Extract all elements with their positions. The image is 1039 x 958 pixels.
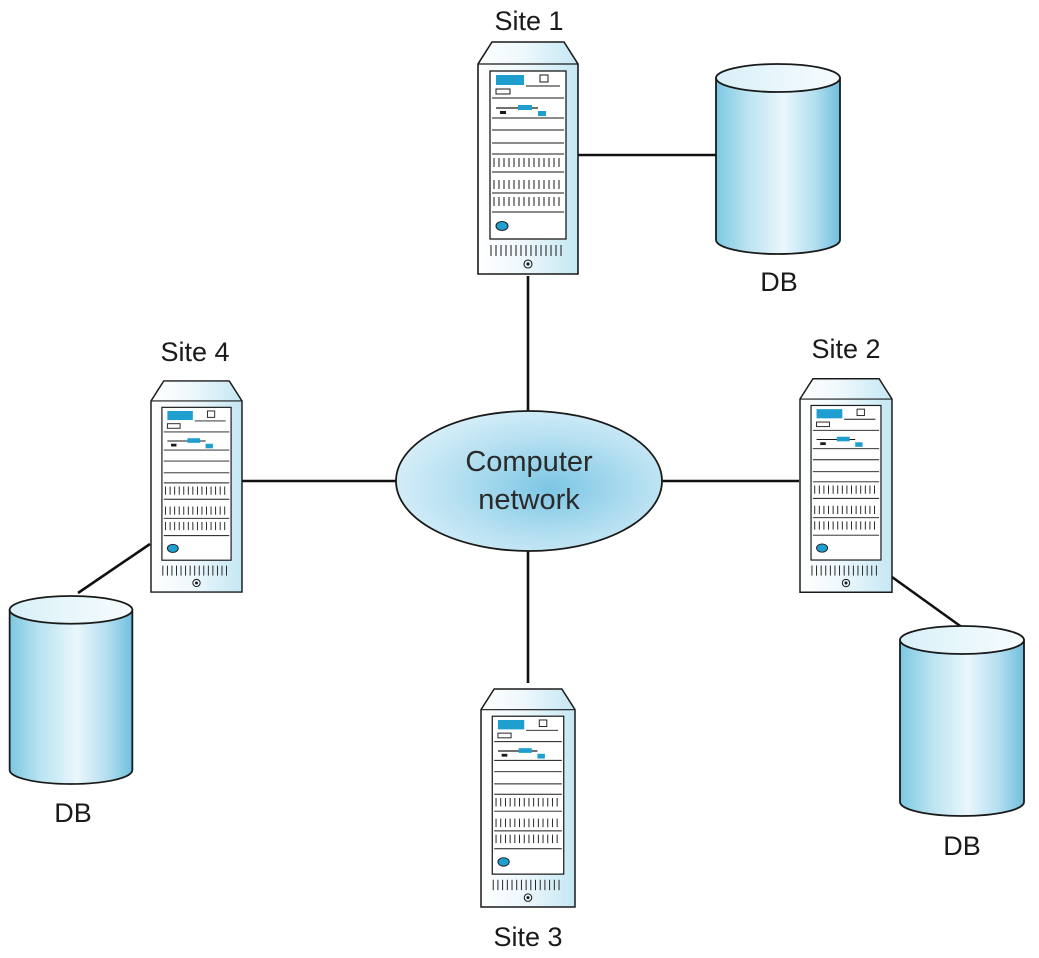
link-site4-db [77,542,151,595]
site-label: Site 4 [160,337,229,367]
connection-lines [77,153,964,683]
server-icon [477,41,579,275]
site-4: Site 4 DB [8,337,243,828]
site-label: Site 2 [811,334,880,364]
db-label: DB [943,831,981,861]
database-icon [715,63,841,255]
server-icon [480,688,576,908]
server-icon [150,380,243,593]
site-label: Site 1 [494,6,563,36]
link-site2-db [891,575,964,630]
db-label: DB [760,267,798,297]
site-3: Site 3 [480,688,576,952]
computer-network: Computer network [395,410,663,552]
database-icon [8,595,134,785]
network-label-line2: network [478,484,580,516]
db-label: DB [54,798,92,828]
network-cloud-shape [395,410,663,552]
site-label: Site 3 [493,922,562,952]
database-icon [899,625,1025,817]
site-2: Site 2 DB [799,334,1025,861]
server-icon [799,377,893,594]
network-label-line1: Computer [465,446,593,478]
site-1: Site 1 DB [477,6,841,297]
